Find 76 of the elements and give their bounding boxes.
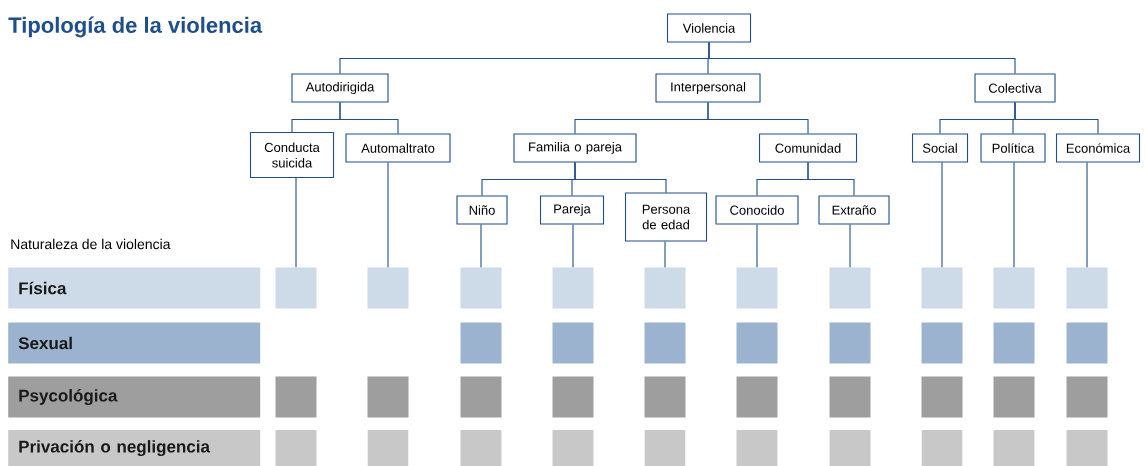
category-box: Violencia bbox=[666, 13, 752, 43]
square bbox=[921, 376, 963, 418]
row-band: Física bbox=[8, 267, 261, 309]
square bbox=[993, 430, 1035, 466]
square bbox=[1066, 322, 1108, 364]
row-heading: Naturaleza de la violencia bbox=[11, 238, 171, 250]
square bbox=[552, 322, 594, 364]
connector-line bbox=[707, 102, 809, 134]
square bbox=[644, 430, 686, 466]
title: Tipología de la violencia bbox=[8, 16, 263, 38]
square bbox=[275, 376, 317, 418]
connector-line bbox=[1086, 162, 1088, 268]
category-box: Política bbox=[980, 133, 1046, 163]
category-box: Interpersonal bbox=[655, 73, 761, 103]
row-band: Privación o negligencia bbox=[8, 430, 261, 466]
connector-line bbox=[664, 241, 666, 268]
category-box: Social bbox=[911, 133, 969, 163]
square bbox=[644, 267, 686, 309]
square bbox=[829, 267, 871, 309]
square bbox=[736, 430, 778, 466]
square bbox=[460, 322, 502, 364]
square bbox=[367, 267, 409, 309]
connector-line bbox=[339, 102, 399, 134]
square bbox=[829, 322, 871, 364]
square bbox=[460, 376, 502, 418]
category-box: Autodirigida bbox=[291, 73, 389, 103]
square bbox=[829, 376, 871, 418]
connector-line bbox=[574, 162, 667, 193]
square bbox=[736, 376, 778, 418]
category-box: Colectiva bbox=[974, 73, 1056, 103]
connector-line bbox=[849, 224, 851, 268]
connector-line bbox=[1013, 162, 1015, 268]
square bbox=[736, 267, 778, 309]
category-box: Conocido bbox=[715, 195, 799, 225]
category-box: Extraño bbox=[818, 195, 890, 225]
square bbox=[552, 376, 594, 418]
square bbox=[993, 376, 1035, 418]
square bbox=[275, 430, 317, 466]
category-box: Automaltrato bbox=[345, 133, 451, 163]
square bbox=[1066, 267, 1108, 309]
square bbox=[993, 322, 1035, 364]
row-band: Psycológica bbox=[8, 376, 261, 418]
square bbox=[921, 430, 963, 466]
connector-line bbox=[756, 224, 758, 268]
category-box: Familia o pareja bbox=[513, 133, 637, 163]
square bbox=[736, 322, 778, 364]
connector-line bbox=[807, 162, 855, 196]
square bbox=[921, 267, 963, 309]
square bbox=[921, 322, 963, 364]
category-box: Pareja bbox=[539, 195, 605, 225]
square bbox=[460, 430, 502, 466]
square bbox=[460, 267, 502, 309]
square bbox=[644, 376, 686, 418]
connector-line bbox=[480, 224, 482, 268]
category-box: Económica bbox=[1055, 133, 1141, 163]
square bbox=[1066, 430, 1108, 466]
category-box: Niño bbox=[456, 195, 508, 225]
connector-line bbox=[295, 177, 297, 268]
connector-line bbox=[572, 224, 574, 268]
square bbox=[367, 430, 409, 466]
square bbox=[829, 430, 871, 466]
row-band: Sexual bbox=[8, 322, 261, 364]
connector-line bbox=[708, 42, 1016, 74]
category-box: Comunidad bbox=[758, 133, 858, 163]
square bbox=[644, 322, 686, 364]
square bbox=[552, 267, 594, 309]
square bbox=[1066, 376, 1108, 418]
connector-line bbox=[387, 162, 389, 268]
connector-line bbox=[941, 162, 943, 268]
square bbox=[275, 267, 317, 309]
square bbox=[993, 267, 1035, 309]
category-box: Persona de edad bbox=[624, 192, 708, 242]
square bbox=[367, 376, 409, 418]
square bbox=[552, 430, 594, 466]
category-box: Conducta suicida bbox=[249, 131, 335, 179]
connector-line bbox=[1014, 102, 1099, 134]
